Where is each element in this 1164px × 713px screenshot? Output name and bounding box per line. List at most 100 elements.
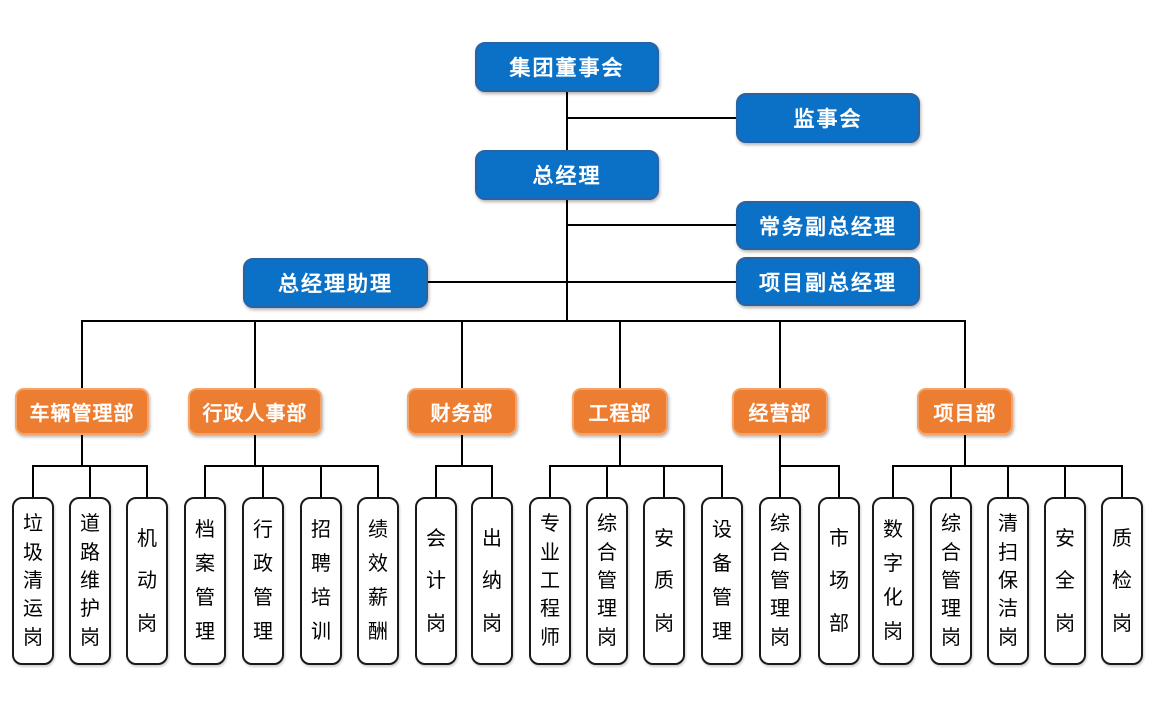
department-box: 项目部 xyxy=(917,388,1013,435)
position-box: 行政管理 xyxy=(242,497,284,665)
position-char: 会 xyxy=(426,527,446,550)
position-char: 机 xyxy=(137,527,157,550)
connector-line xyxy=(262,465,264,497)
connector-line xyxy=(1064,465,1066,497)
position-char: 运 xyxy=(23,598,43,621)
connector-line xyxy=(721,465,723,497)
connector-line xyxy=(549,465,551,497)
position-char: 岗 xyxy=(941,626,961,649)
position-char: 出 xyxy=(482,527,502,550)
connector-line xyxy=(549,465,723,467)
position-char: 档 xyxy=(195,519,215,541)
connector-line xyxy=(254,320,256,388)
position-char: 化 xyxy=(883,587,903,609)
position-char: 业 xyxy=(540,541,560,564)
general-manager-box: 总经理 xyxy=(475,150,659,200)
connector-line xyxy=(320,465,322,497)
position-char: 路 xyxy=(80,541,100,564)
position-char: 合 xyxy=(597,541,617,564)
position-char: 市 xyxy=(829,527,849,550)
position-char: 管 xyxy=(712,587,732,609)
position-char: 政 xyxy=(253,553,273,575)
position-char: 管 xyxy=(253,587,273,609)
position-box: 出纳岗 xyxy=(471,497,513,665)
position-char: 管 xyxy=(770,569,790,592)
position-char: 岗 xyxy=(654,612,674,635)
connector-line xyxy=(779,465,781,497)
connector-line xyxy=(950,465,952,497)
position-char: 保 xyxy=(998,569,1018,592)
position-char: 专 xyxy=(540,513,560,536)
position-char: 理 xyxy=(253,621,273,643)
position-char: 备 xyxy=(712,553,732,575)
connector-line xyxy=(82,320,966,322)
connector-line xyxy=(779,465,840,467)
position-char: 程 xyxy=(540,598,560,621)
connector-line xyxy=(1121,465,1123,497)
connector-line xyxy=(892,465,894,497)
position-char: 计 xyxy=(426,570,446,592)
connector-line xyxy=(89,465,91,497)
position-box: 质检岗 xyxy=(1101,497,1143,665)
position-char: 培 xyxy=(311,587,331,609)
position-char: 理 xyxy=(770,598,790,621)
position-char: 部 xyxy=(829,612,849,635)
position-char: 理 xyxy=(941,598,961,621)
connector-line xyxy=(254,435,256,467)
position-char: 案 xyxy=(195,553,215,575)
position-char: 薪 xyxy=(368,587,388,609)
position-char: 清 xyxy=(998,513,1018,536)
position-char: 行 xyxy=(253,519,273,541)
position-box: 会计岗 xyxy=(415,497,457,665)
department-box: 经营部 xyxy=(732,388,828,435)
connector-line xyxy=(81,320,83,388)
position-box: 综合管理岗 xyxy=(586,497,628,665)
connector-line xyxy=(619,320,621,388)
position-char: 数 xyxy=(883,519,903,541)
position-box: 专业工程师 xyxy=(529,497,571,665)
position-char: 理 xyxy=(195,621,215,643)
connector-line xyxy=(81,435,83,467)
position-box: 市场部 xyxy=(818,497,860,665)
position-char: 绩 xyxy=(368,519,388,541)
connector-line xyxy=(567,224,736,226)
position-char: 师 xyxy=(540,626,560,649)
position-char: 维 xyxy=(80,569,100,592)
position-char: 扫 xyxy=(998,541,1018,564)
position-char: 安 xyxy=(1055,527,1075,550)
connector-line xyxy=(838,465,840,497)
position-char: 岗 xyxy=(426,612,446,635)
connector-line xyxy=(461,435,463,467)
position-char: 质 xyxy=(654,570,674,592)
connector-line xyxy=(964,320,966,388)
connector-line xyxy=(567,117,736,119)
position-char: 岗 xyxy=(23,626,43,649)
connector-line xyxy=(779,320,781,388)
position-char: 岗 xyxy=(1055,612,1075,635)
connector-line xyxy=(204,465,379,467)
position-char: 聘 xyxy=(311,553,331,575)
position-char: 安 xyxy=(654,527,674,550)
position-char: 管 xyxy=(597,569,617,592)
connector-line xyxy=(32,465,34,497)
position-char: 圾 xyxy=(23,541,43,564)
position-char: 岗 xyxy=(482,612,502,635)
department-box: 车辆管理部 xyxy=(15,388,149,435)
board-box: 集团董事会 xyxy=(475,42,659,92)
connector-line xyxy=(964,435,966,467)
project-deputy-gm-box: 项目副总经理 xyxy=(736,257,920,306)
position-box: 垃圾清运岗 xyxy=(12,497,54,665)
connector-line xyxy=(1007,465,1009,497)
position-char: 岗 xyxy=(137,612,157,635)
position-box: 综合管理岗 xyxy=(930,497,972,665)
position-char: 洁 xyxy=(998,598,1018,621)
executive-deputy-gm-box: 常务副总经理 xyxy=(736,201,920,250)
position-char: 全 xyxy=(1055,570,1075,592)
position-char: 招 xyxy=(311,519,331,541)
connector-line xyxy=(377,465,379,497)
position-char: 设 xyxy=(712,519,732,541)
connector-line xyxy=(428,281,736,283)
gm-assistant-box: 总经理助理 xyxy=(243,258,428,308)
position-char: 护 xyxy=(80,598,100,621)
